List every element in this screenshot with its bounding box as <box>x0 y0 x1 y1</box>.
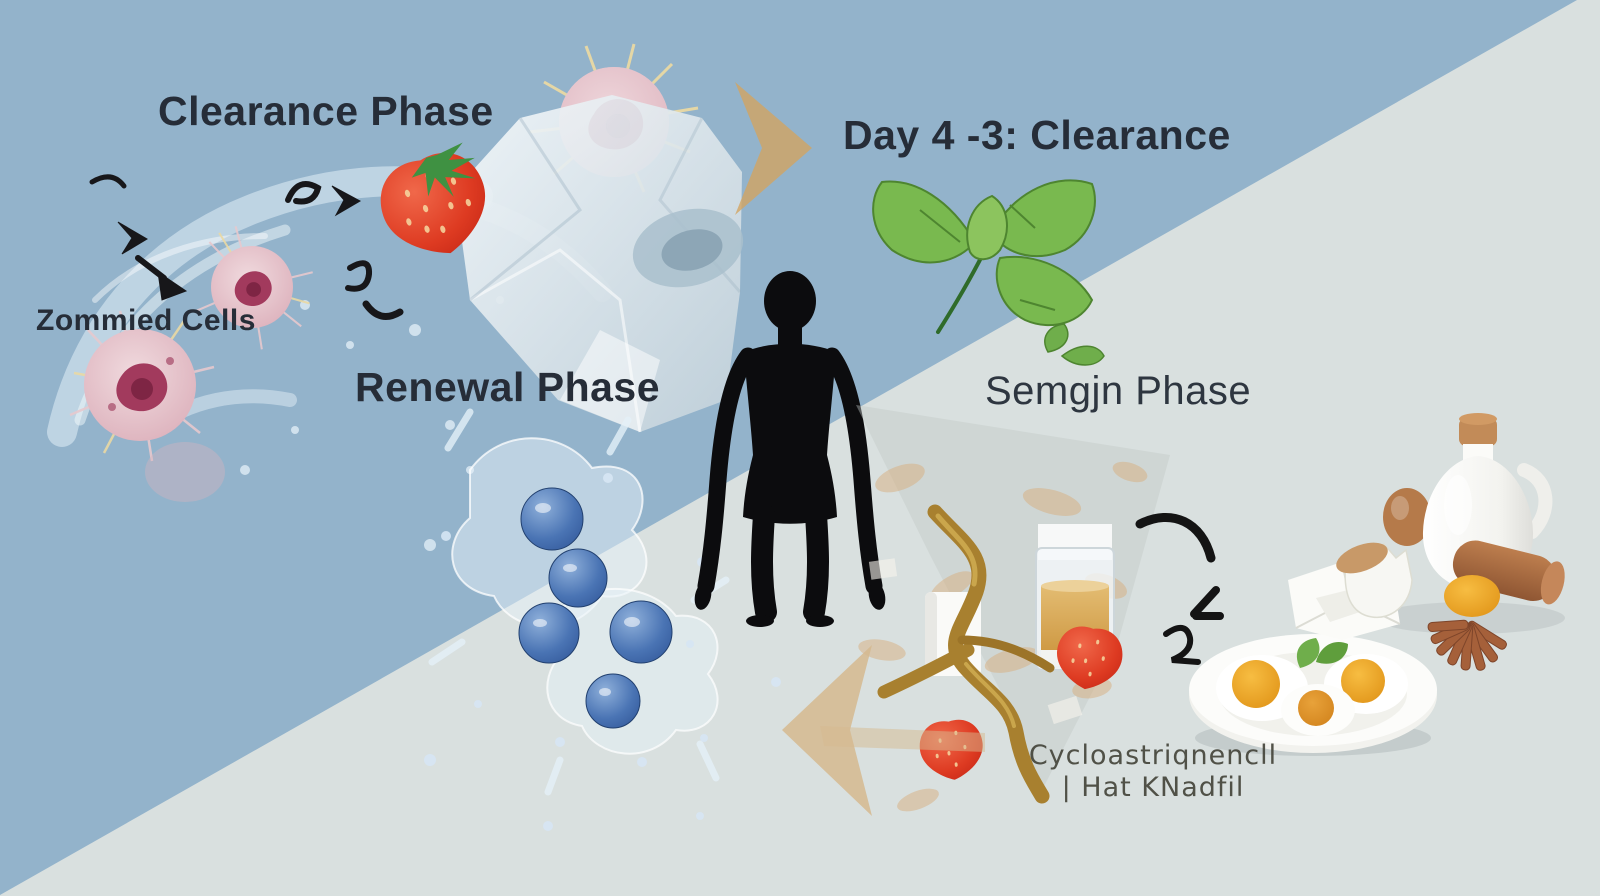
cinnamon-bundle <box>1427 619 1507 671</box>
golden-branch <box>877 504 1055 804</box>
crumpled-vortex <box>455 95 744 433</box>
croissant <box>1336 542 1388 574</box>
zombie-cell <box>194 226 313 350</box>
mint-sprig <box>872 179 1105 366</box>
semgjn-phase-title: Semgjn Phase <box>985 369 1252 413</box>
faded-cell <box>145 442 225 502</box>
golden-knob <box>1444 575 1500 617</box>
blueberry <box>518 487 673 729</box>
caption-line-2: | Hat KNadfil <box>1061 772 1245 804</box>
caption-line-1: Cycloastriqnencll <box>1028 740 1278 771</box>
curved-arrow-icon <box>1135 512 1224 620</box>
milk-jug-group <box>1288 413 1565 671</box>
day-clearance-title: Day 4 -3: Clearance <box>843 112 1231 158</box>
strawberry <box>380 142 485 254</box>
strawberry-small <box>1057 626 1123 690</box>
renewal-phase-title: Renewal Phase <box>355 364 661 410</box>
sketch-arrows <box>89 174 404 320</box>
chevron-right-icon <box>735 82 812 215</box>
chevron-left-icon <box>782 645 985 816</box>
egg-half <box>1281 684 1355 736</box>
egg-plate <box>1189 634 1437 756</box>
squiggle-2 <box>1163 625 1201 665</box>
zombied-cells-label: Zommied Cells <box>36 304 256 337</box>
human-silhouette <box>694 271 886 627</box>
clearance-phase-title: Clearance Phase <box>158 88 494 134</box>
zombie-cell <box>69 310 215 462</box>
brown-egg <box>1383 488 1431 546</box>
supplement-caption: Cycloastriqnencll | Hat KNadfil <box>1008 740 1298 805</box>
